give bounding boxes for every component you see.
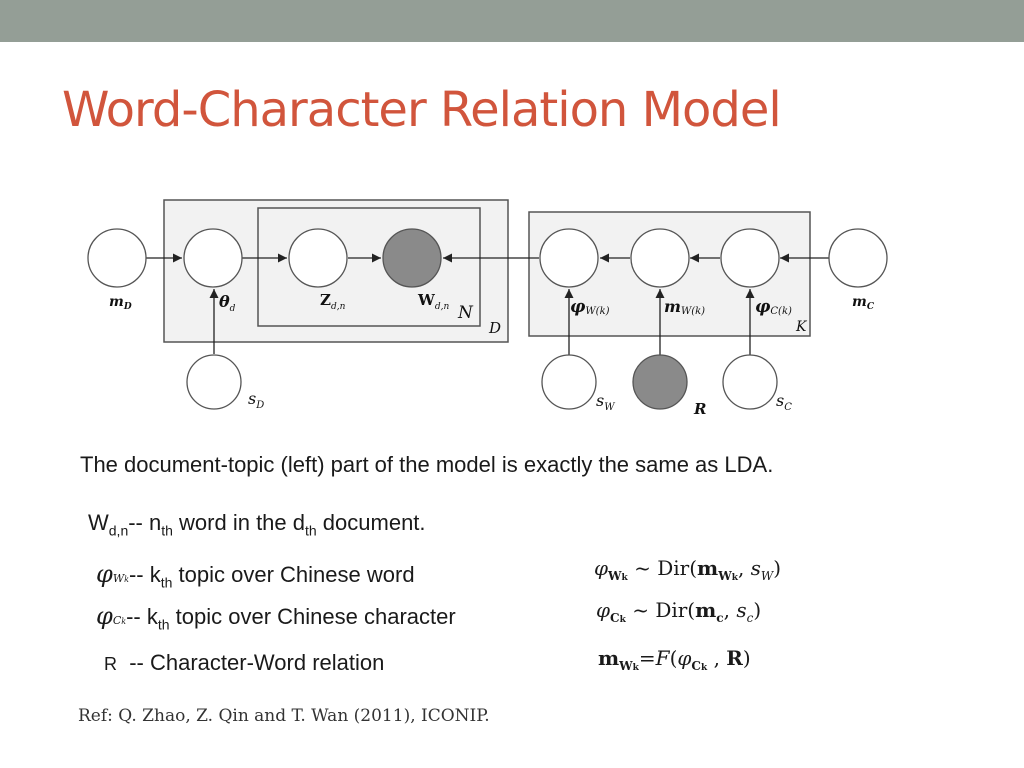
label-z-dn: Zd,n [320,291,346,312]
plate-label-d: D [488,319,501,337]
label-s-w: sW [596,391,615,413]
definition-wdn: Wd,n-- nth word in the dth document. [88,510,426,539]
label-m-d: mD [109,294,132,312]
label-w-dn: Wd,n [417,291,449,312]
node-phi-c [720,228,780,288]
node-s-w [541,354,597,410]
label-r: R [693,400,706,418]
label-theta-d: θd [219,292,236,314]
node-r [632,354,688,410]
plate-n [257,207,481,327]
node-z-dn [288,228,348,288]
label-s-c: sC [776,391,792,413]
label-m-c: mC [852,294,875,312]
definition-r: R -- Character-Word relation [104,650,385,675]
node-s-d [186,354,242,410]
equation-phi-w: φWk ~ Dir(mWk, sW) [594,556,782,583]
label-m-w: mW(k) [664,297,705,317]
label-phi-w: φW(k) [570,297,610,317]
equation-m-w: mWk=F(φCk , R) [598,646,751,673]
definition-phi-c: φCk-- kth topic over Chinese character [96,602,456,633]
node-s-c [722,354,778,410]
node-w-dn [382,228,442,288]
intro-text: The document-topic (left) part of the mo… [80,452,774,477]
top-accent-bar [0,0,1024,42]
definition-phi-w: φWk-- kth topic over Chinese word [96,560,415,591]
label-s-d: sD [248,389,264,411]
node-theta-d [183,228,243,288]
node-m-d [87,228,147,288]
node-phi-w [539,228,599,288]
reference-text: Ref: Q. Zhao, Z. Qin and T. Wan (2011), … [78,706,490,726]
equation-phi-c: φCk ~ Dir(mc, sc) [596,598,762,625]
plate-label-n: N [457,303,474,323]
slide-title: Word-Character Relation Model [62,82,782,138]
label-phi-c: φC(k) [755,297,792,317]
node-m-c [828,228,888,288]
node-m-w [630,228,690,288]
plate-label-k: K [795,319,808,335]
